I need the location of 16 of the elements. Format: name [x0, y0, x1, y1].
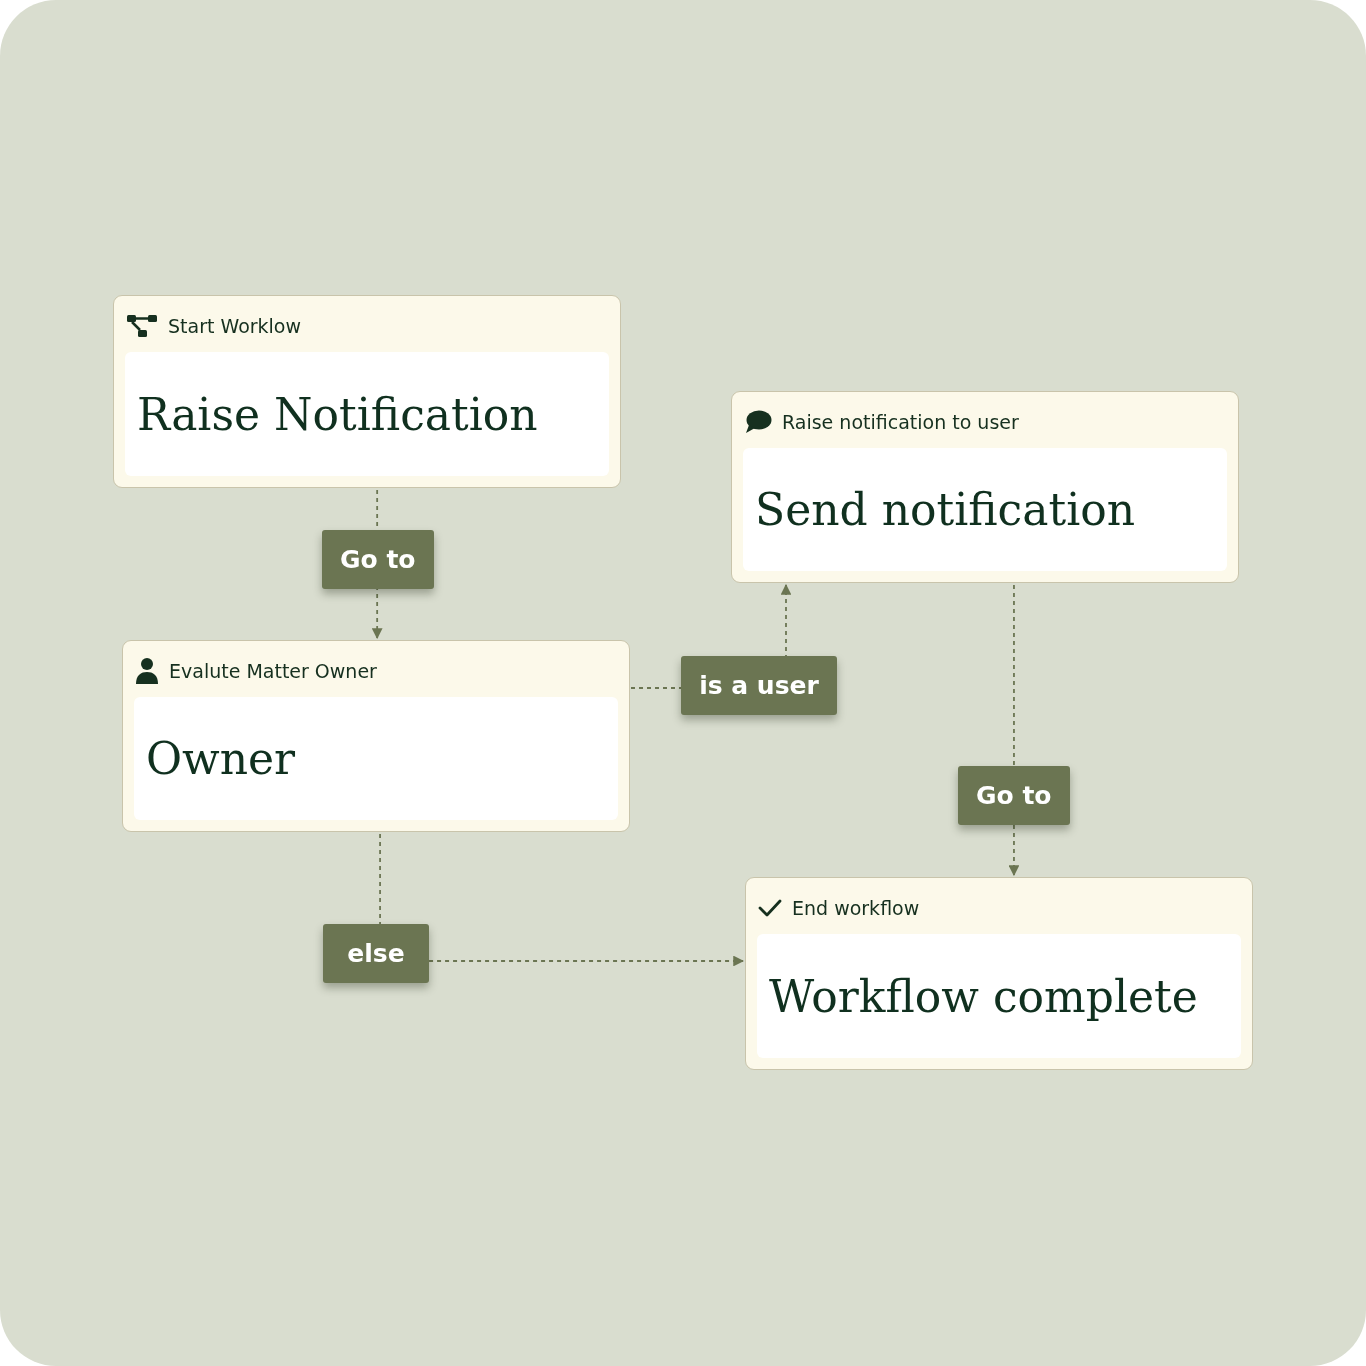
step-card: [122, 640, 630, 832]
step-title: Workflow complete: [757, 934, 1241, 1058]
step-card: [745, 877, 1253, 1070]
step-title: Owner: [134, 697, 618, 820]
step-type: End workflow: [792, 897, 920, 919]
step-title: Send notification: [743, 448, 1227, 571]
step-type: Evalute Matter Owner: [169, 660, 377, 682]
edge-label: Go to: [322, 530, 434, 589]
step-card: [113, 295, 621, 488]
edge-label: is a user: [681, 656, 837, 715]
step-type: Raise notification to user: [782, 411, 1019, 433]
step-type: Start Worklow: [168, 315, 301, 337]
step-card: [731, 391, 1239, 583]
step-title: Raise Notification: [125, 352, 609, 476]
edge-label: else: [323, 924, 429, 983]
edge-label: Go to: [958, 766, 1070, 825]
